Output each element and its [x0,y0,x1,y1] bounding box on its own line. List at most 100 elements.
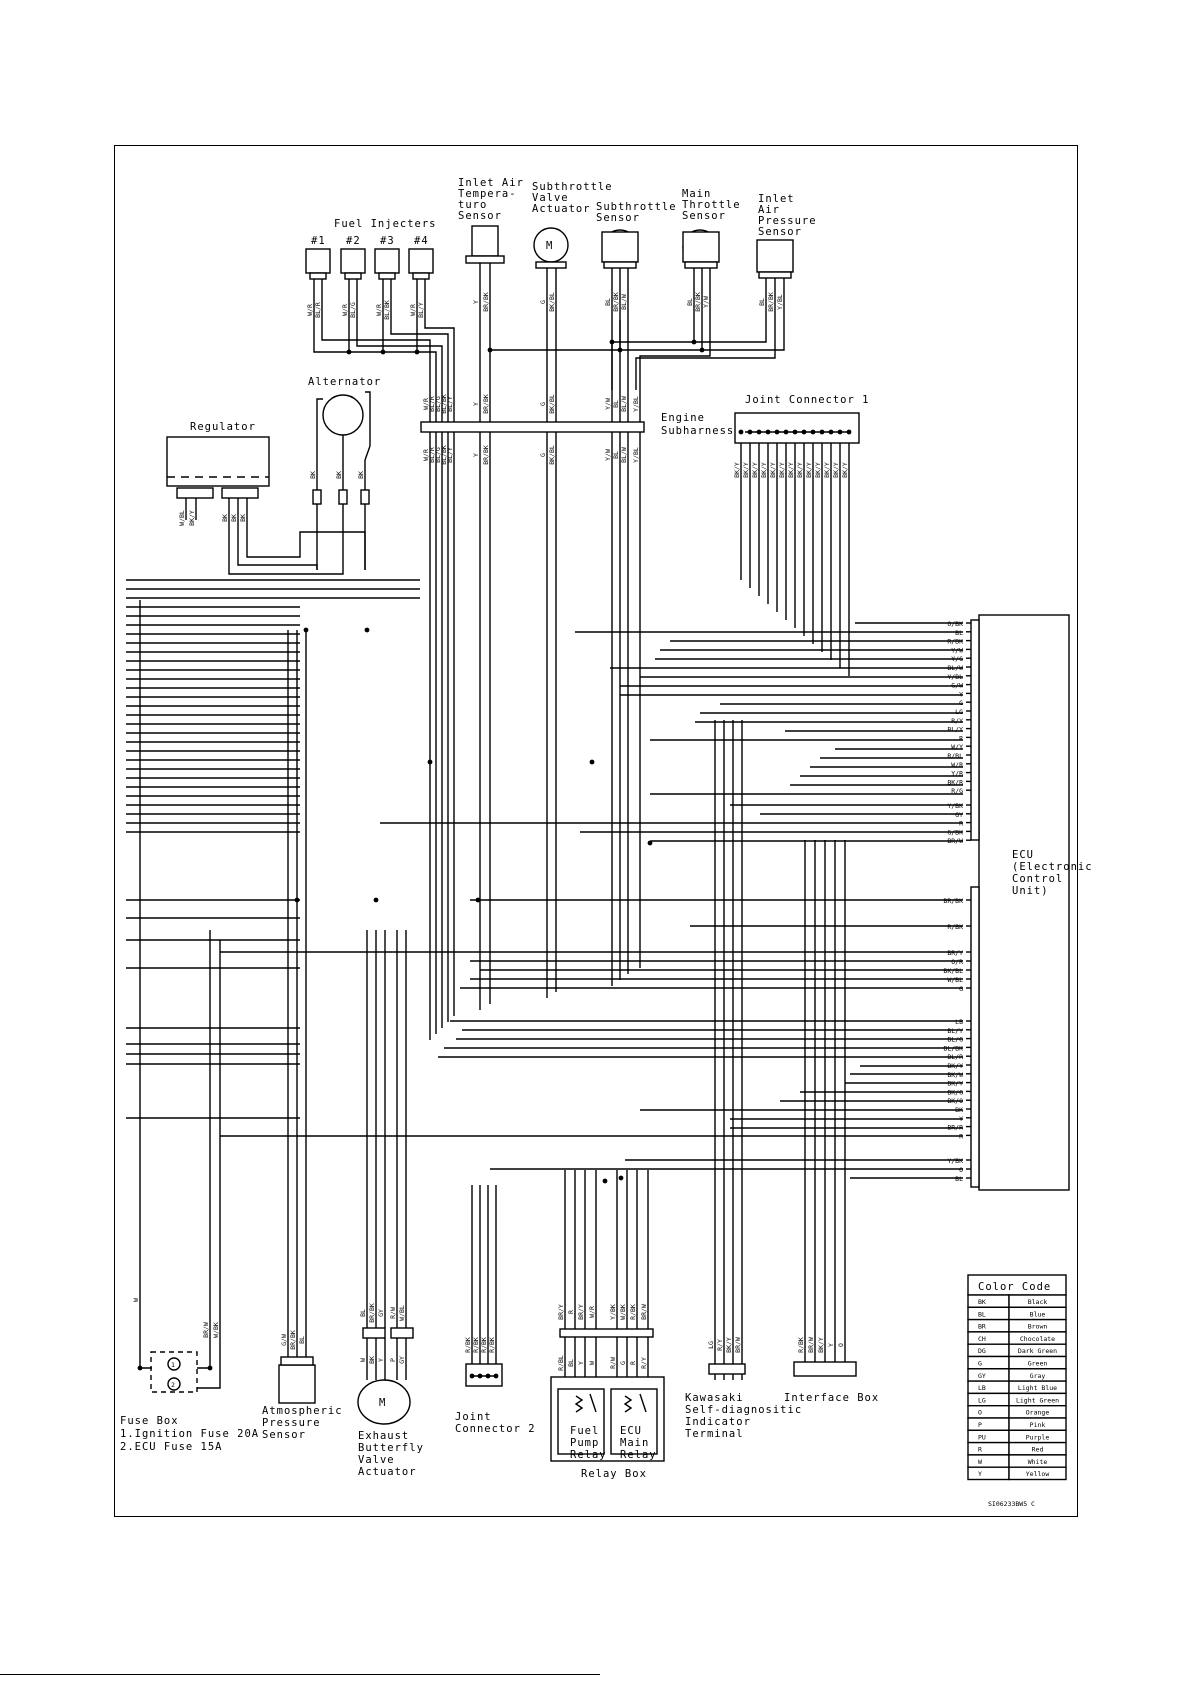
wire-color-label: R/Y [640,1357,648,1369]
relay-box-plug [559,1328,654,1338]
junction-dot [756,429,762,435]
ecu-main-relay-label-line-1: Main [620,1437,649,1449]
wire-color-label: Y/W [702,296,710,308]
fuel-pump-relay-label-line-1: Pump [570,1437,599,1449]
junction-dot [837,429,843,435]
alternator-connector-2 [338,489,348,505]
junction-dot [810,429,816,435]
wire-color-label: BK/Y [787,462,795,478]
ecu-pin-label-0: O/BK [947,620,963,628]
color-code-cell-code [967,1392,1010,1407]
ecu-pin-label-46: Y/BK [947,1157,963,1165]
injector-plug-3 [378,272,396,280]
wire-color-label: BR/BK [482,445,490,465]
injector-number-3: #3 [380,235,395,247]
junction-dot [207,1365,213,1371]
atmospheric-label-line-1: Pressure [262,1417,321,1429]
junction-dot [647,840,653,846]
ecu-pin-label-1: BL [955,629,963,637]
color-code-cell-code [967,1343,1010,1358]
inlet-air-temp-label-line-3: Sensor [458,210,502,222]
wire-color-label: W/BL [398,1305,406,1321]
wire-color-label: BL/Y [446,447,454,463]
wire-color-label: W/R [422,449,430,461]
inlet-air-temp-label-line-0: Inlet Air [458,177,524,189]
ecu-pin-label-11: R/Y [951,717,963,725]
fuse-2-number: 2 [171,1381,175,1389]
drawing-id: SI06233BW5 C [988,1500,1035,1508]
subthrottle-sensor-plug [603,261,637,269]
inlet-air-temp-label-line-2: turo [458,199,487,211]
junction-dot [137,1365,143,1371]
color-code-abbrev-8: LG [978,1396,986,1404]
wire-color-label: R/BK [472,1337,480,1353]
main-throttle-label-line-1: Throttle [682,199,741,211]
joint-connector-1-body [734,412,860,444]
junction-dot [602,1178,608,1184]
atmospheric-sensor-body [278,1364,316,1404]
wire-color-label: G [539,453,547,457]
ecu-pin-label-20: Y/BK [947,802,963,810]
color-code-cell-code [967,1306,1010,1321]
wire-color-label: BK [335,471,343,479]
sensor-supply-bus [611,320,767,390]
color-code-cell-code [967,1331,1010,1345]
wire-color-label: BK [368,1356,376,1364]
inlet-air-temp-plug [465,255,505,264]
ecu-pin-label-33: BL/Y [947,1027,963,1035]
fuse-box-label-line-1: 1.Ignition Fuse 20A [120,1428,259,1440]
wire-color-label: GY [377,1309,385,1317]
alternator-body [322,394,364,436]
color-code-name-8: Light Green [1016,1396,1059,1404]
fuel-injector-4 [408,248,434,274]
color-code-abbrev-6: GY [978,1372,986,1380]
ecu-pin-label-16: W/R [951,761,963,769]
exhaust-label-line-1: Butterfly [358,1442,424,1454]
wire-color-label: BK/Y [188,510,196,526]
fuel-pump-relay-coil [574,1395,584,1413]
wire-color-label: W/BL [178,510,186,526]
junction-dot [475,897,481,903]
inlet-air-pressure-sensor [756,239,794,273]
wire-color-label: BL/Y [417,302,425,318]
wire-color-label: Y/W [604,449,612,461]
color-code-name-3: Chocolate [1020,1335,1055,1343]
ecu-pin-label-14: W/Y [951,743,963,751]
exhaust-actuator-motor [357,1379,411,1425]
junction-dot [765,429,771,435]
color-code-name-12: Red [1032,1446,1044,1454]
junction-dot [294,897,300,903]
ecu-label-line-0: ECU [1012,849,1034,861]
wire-color-label: BR/BK [289,1330,297,1350]
color-code-abbrev-9: O [978,1409,982,1417]
subthrottle-actuator-label-line-1: Valve [532,192,569,204]
subthrottle-actuator-label-line-0: Subthrottle [532,181,613,193]
ecu-pin-label-12: BL/Y [947,726,963,734]
wire-color-label: W/BK [212,1322,220,1338]
fuse-box-label-line-2: 2.ECU Fuse 15A [120,1441,223,1453]
color-code-abbrev-12: R [978,1446,982,1454]
wire-color-label: R/W [609,1357,617,1369]
wire-color-label: R/BL [557,1355,565,1371]
wire-color-label: BK/Y [778,462,786,478]
inlet-air-temp-label-line-1: Tempera- [458,188,517,200]
wire-color-label: W/R [409,304,417,316]
wire-color-label: P [389,1358,397,1362]
junction-dot [414,349,420,355]
color-code-abbrev-10: P [978,1421,982,1429]
engine-subharness-label-line-1: Subharness [661,425,734,437]
fuse-2-mark [167,1377,181,1391]
wire-color-label: G [539,402,547,406]
wire-color-label: BK/Y [742,462,750,478]
junction-dot [469,1373,475,1379]
wire-color-label: Y [377,1358,385,1362]
ecu-main-relay-switch [639,1393,647,1413]
color-code-cell-code [967,1454,1010,1468]
wire-color-label: G [539,300,547,304]
color-code-name-9: Orange [1026,1409,1050,1417]
joint-connector-2-label-line-0: Joint [455,1411,492,1423]
ecu-pin-label-18: BK/R [947,778,963,786]
regulator-bk-2 [237,520,318,570]
ecu-pin-label-47: O [959,1166,963,1174]
junction-dot [792,429,798,435]
